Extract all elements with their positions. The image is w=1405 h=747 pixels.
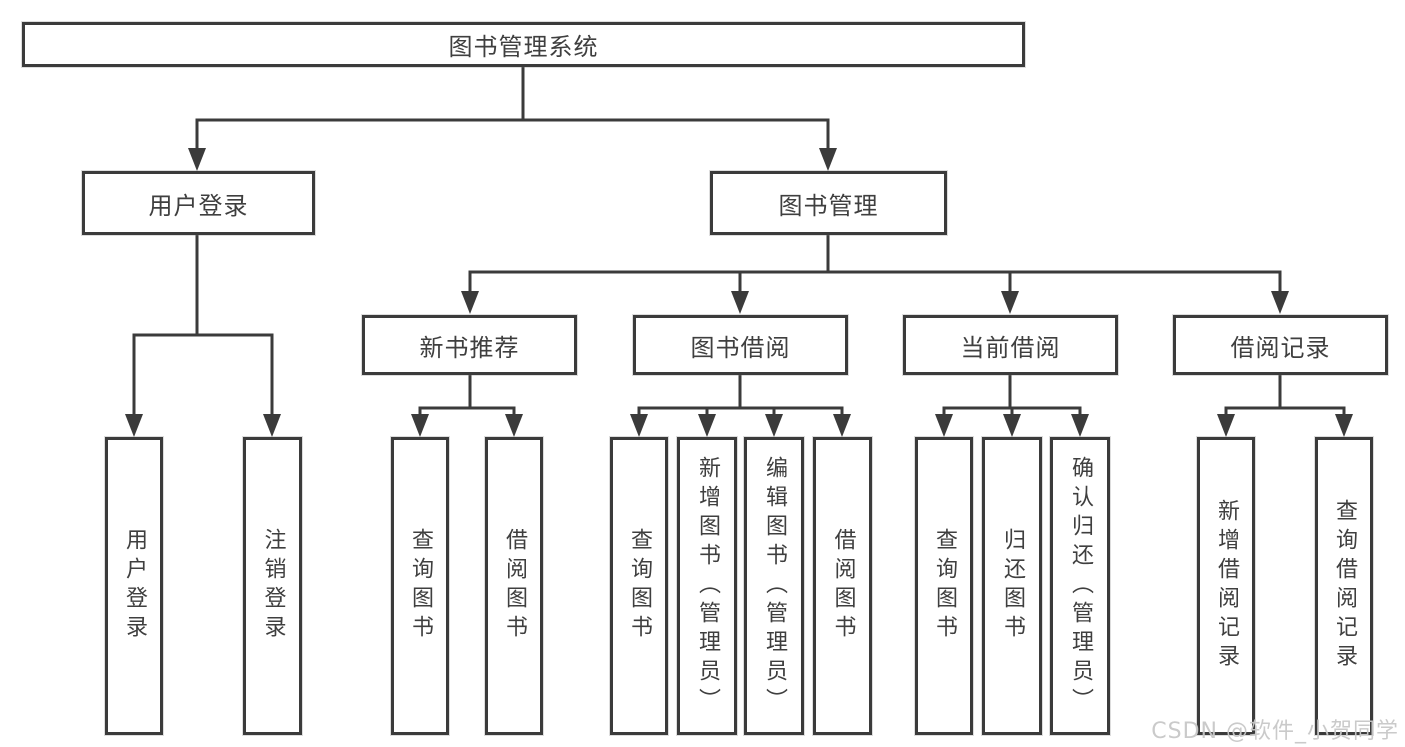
arrowheads xyxy=(125,148,1353,437)
node-label: 新书推荐 xyxy=(419,333,520,362)
edge-borrow-to-leaves xyxy=(637,375,844,420)
arrowhead xyxy=(1071,414,1089,437)
node-label: 查询借阅记录 xyxy=(1332,499,1357,673)
leaf-cb-return-book: 归还图书 xyxy=(982,437,1042,735)
arrowhead xyxy=(1001,291,1019,314)
arrowhead xyxy=(411,414,429,437)
leaf-rec-query-book: 查询图书 xyxy=(391,437,449,735)
node-label: 借阅图书 xyxy=(502,528,527,644)
node-label: 用户登录 xyxy=(148,191,249,220)
leaf-cb-query-book: 查询图书 xyxy=(915,437,973,735)
arrowhead xyxy=(765,414,783,437)
arrowhead xyxy=(935,414,953,437)
arrowhead xyxy=(188,148,206,171)
edge-bookmgmt-to-level3 xyxy=(468,235,1282,297)
arrowhead xyxy=(125,414,143,437)
leaf-rec-borrow-book: 借阅图书 xyxy=(485,437,543,735)
node-label: 查询图书 xyxy=(408,528,433,644)
node-label: 编辑图书（管理员） xyxy=(762,455,787,717)
leaf-bb-borrow-book: 借阅图书 xyxy=(813,437,872,735)
node-label: 当前借阅 xyxy=(960,333,1061,362)
arrowhead xyxy=(1003,414,1021,437)
leaf-bb-add-book-admin: 新增图书（管理员） xyxy=(677,437,737,735)
arrowhead xyxy=(630,414,648,437)
node-current-borrow: 当前借阅 xyxy=(903,315,1118,375)
node-label: 图书管理系统 xyxy=(448,33,599,61)
node-label: 用户登录 xyxy=(122,528,147,644)
csdn-watermark: CSDN @软件_小贺同学 xyxy=(1151,719,1399,744)
node-borrow-record: 借阅记录 xyxy=(1173,315,1388,375)
node-label: 查询图书 xyxy=(627,528,652,644)
node-label: 借阅记录 xyxy=(1230,333,1331,362)
edge-userlogin-to-leaves xyxy=(132,235,274,420)
edge-root-to-level2 xyxy=(195,67,830,152)
node-book-borrow: 图书借阅 xyxy=(633,315,848,375)
node-label: 新增借阅记录 xyxy=(1214,499,1239,673)
node-label: 归还图书 xyxy=(1000,528,1025,644)
leaf-bb-edit-book-admin: 编辑图书（管理员） xyxy=(744,437,804,735)
arrowhead xyxy=(731,291,749,314)
leaf-logout: 注销登录 xyxy=(243,437,302,735)
node-label: 图书借阅 xyxy=(690,333,791,362)
leaf-bb-query-book: 查询图书 xyxy=(610,437,668,735)
node-label: 查询图书 xyxy=(932,528,957,644)
arrowhead xyxy=(505,414,523,437)
node-label: 确认归还（管理员） xyxy=(1068,455,1093,717)
arrowhead xyxy=(263,414,281,437)
leaf-br-query-record: 查询借阅记录 xyxy=(1315,437,1373,735)
leaf-user-login: 用户登录 xyxy=(105,437,163,735)
arrowhead xyxy=(1271,291,1289,314)
node-label: 借阅图书 xyxy=(830,528,856,644)
edge-record-to-leaves xyxy=(1224,375,1346,420)
arrowhead xyxy=(461,291,479,314)
leaf-cb-confirm-return-admin: 确认归还（管理员） xyxy=(1050,437,1110,735)
node-new-book-recommend: 新书推荐 xyxy=(362,315,577,375)
node-label: 新增图书（管理员） xyxy=(695,455,720,717)
node-user-login: 用户登录 xyxy=(82,171,315,235)
node-root-system: 图书管理系统 xyxy=(22,22,1025,67)
node-label: 图书管理 xyxy=(778,191,879,220)
edge-rec-to-leaves xyxy=(418,375,516,420)
arrowhead xyxy=(819,148,837,171)
node-book-management: 图书管理 xyxy=(710,171,947,235)
node-label: 注销登录 xyxy=(260,528,286,644)
arrowhead xyxy=(1335,414,1353,437)
leaf-br-add-record: 新增借阅记录 xyxy=(1197,437,1255,735)
arrowhead xyxy=(698,414,716,437)
arrowhead xyxy=(833,414,851,437)
edge-current-to-leaves xyxy=(942,375,1082,420)
arrowhead xyxy=(1217,414,1235,437)
